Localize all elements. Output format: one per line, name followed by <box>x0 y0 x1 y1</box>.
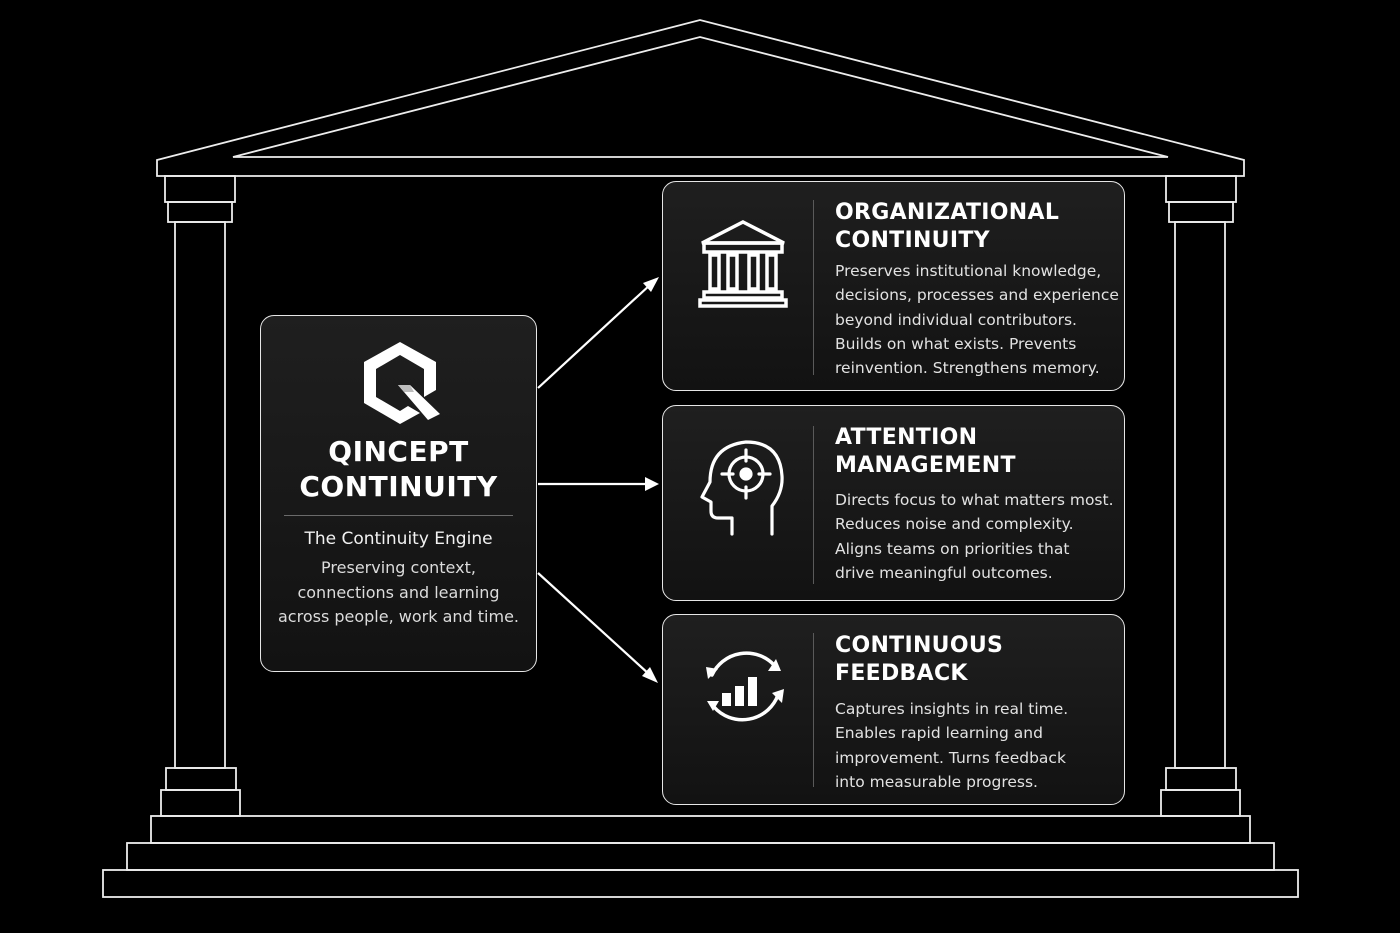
arrow-to-feedback <box>537 572 651 676</box>
pillar-title-line1: ORGANIZATIONAL <box>835 200 1060 225</box>
left-column-capital-bottom <box>167 201 233 223</box>
pillar-description-line: Enables rapid learning and <box>835 724 1043 743</box>
head-target-icon <box>700 440 784 536</box>
step-middle <box>126 842 1275 871</box>
step-bottom <box>102 869 1299 898</box>
pillar-title: ORGANIZATIONAL CONTINUITY <box>835 199 1114 255</box>
left-column-base-bottom <box>160 789 241 817</box>
engine-description: Preserving context, connections and lear… <box>277 558 519 626</box>
feedback-cycle-chart-icon <box>706 651 784 722</box>
pillar-title: ATTENTION MANAGEMENT <box>835 424 1114 480</box>
q-logo-icon <box>364 342 440 424</box>
brand-divider <box>284 515 513 516</box>
pillar-attention-management: ATTENTION MANAGEMENT Directs focus to wh… <box>662 405 1125 601</box>
pillar-description-line: Directs focus to what matters most. <box>835 491 1114 509</box>
left-column-capital-top <box>164 175 236 203</box>
right-column-base-top <box>1165 767 1237 791</box>
pillar-separator <box>813 200 814 375</box>
pillar-description-line: Aligns teams on priorities that <box>835 539 1070 558</box>
pillar-continuous-feedback: CONTINUOUS FEEDBACK Captures insights in… <box>662 614 1125 805</box>
continuity-engine-card: QINCEPT CONTINUITY The Continuity Engine… <box>260 315 537 672</box>
brand-title-line1: QINCEPT <box>328 435 469 468</box>
pillar-title-line2: CONTINUITY <box>835 228 990 253</box>
arrow-to-organizational <box>537 283 652 389</box>
pillar-description-line: improvement. Turns feedback <box>835 748 1066 767</box>
left-column-base-top <box>165 767 237 791</box>
pillar-title-line1: ATTENTION <box>835 425 978 450</box>
arrowhead-organizational <box>643 277 659 292</box>
pillar-separator <box>813 633 814 787</box>
pillar-description-line: beyond individual contributors. <box>835 310 1077 329</box>
pediment-outer <box>156 19 1245 177</box>
pediment-inner <box>232 36 1169 158</box>
right-column-base-bottom <box>1160 789 1241 817</box>
brand-title-line2: CONTINUITY <box>299 470 498 503</box>
pillar-description: Captures insights in real time. Enables … <box>835 697 1116 794</box>
arrowhead-attention <box>645 477 659 491</box>
pillar-separator <box>813 426 814 584</box>
pillar-title: CONTINUOUS FEEDBACK <box>835 632 1114 688</box>
left-column-shaft <box>174 221 226 769</box>
brand-title: QINCEPT CONTINUITY <box>261 434 536 504</box>
right-column-shaft <box>1174 221 1226 769</box>
pillar-description-line: drive meaningful outcomes. <box>835 563 1053 582</box>
pillar-title-line2: MANAGEMENT <box>835 453 1016 478</box>
pillar-description-line: Captures insights in real time. <box>835 700 1069 718</box>
pillar-title-line1: CONTINUOUS <box>835 633 1004 658</box>
pillar-description-line: Builds on what exists. Prevents <box>835 334 1077 353</box>
pillar-description-line: Preserves institutional knowledge, <box>835 262 1102 280</box>
pillar-description-line: reinvention. Strengthens memory. <box>835 359 1100 378</box>
right-column-capital-top <box>1165 175 1237 203</box>
pillar-description-line: decisions, processes and experience <box>835 286 1119 305</box>
pillar-description-line: into measurable progress. <box>835 772 1038 791</box>
pillar-title-line2: FEEDBACK <box>835 661 968 686</box>
pillar-description: Directs focus to what matters most. Redu… <box>835 488 1116 585</box>
pillar-organizational-continuity: ORGANIZATIONAL CONTINUITY Preserves inst… <box>662 181 1125 391</box>
pillar-description: Preserves institutional knowledge, decis… <box>835 259 1119 380</box>
engine-subtitle: The Continuity Engine <box>304 529 493 549</box>
institution-icon <box>698 220 788 308</box>
pillar-description-line: Reduces noise and complexity. <box>835 515 1074 534</box>
right-column-capital-bottom <box>1168 201 1234 223</box>
step-top <box>150 815 1251 844</box>
arrowhead-feedback <box>642 667 658 683</box>
